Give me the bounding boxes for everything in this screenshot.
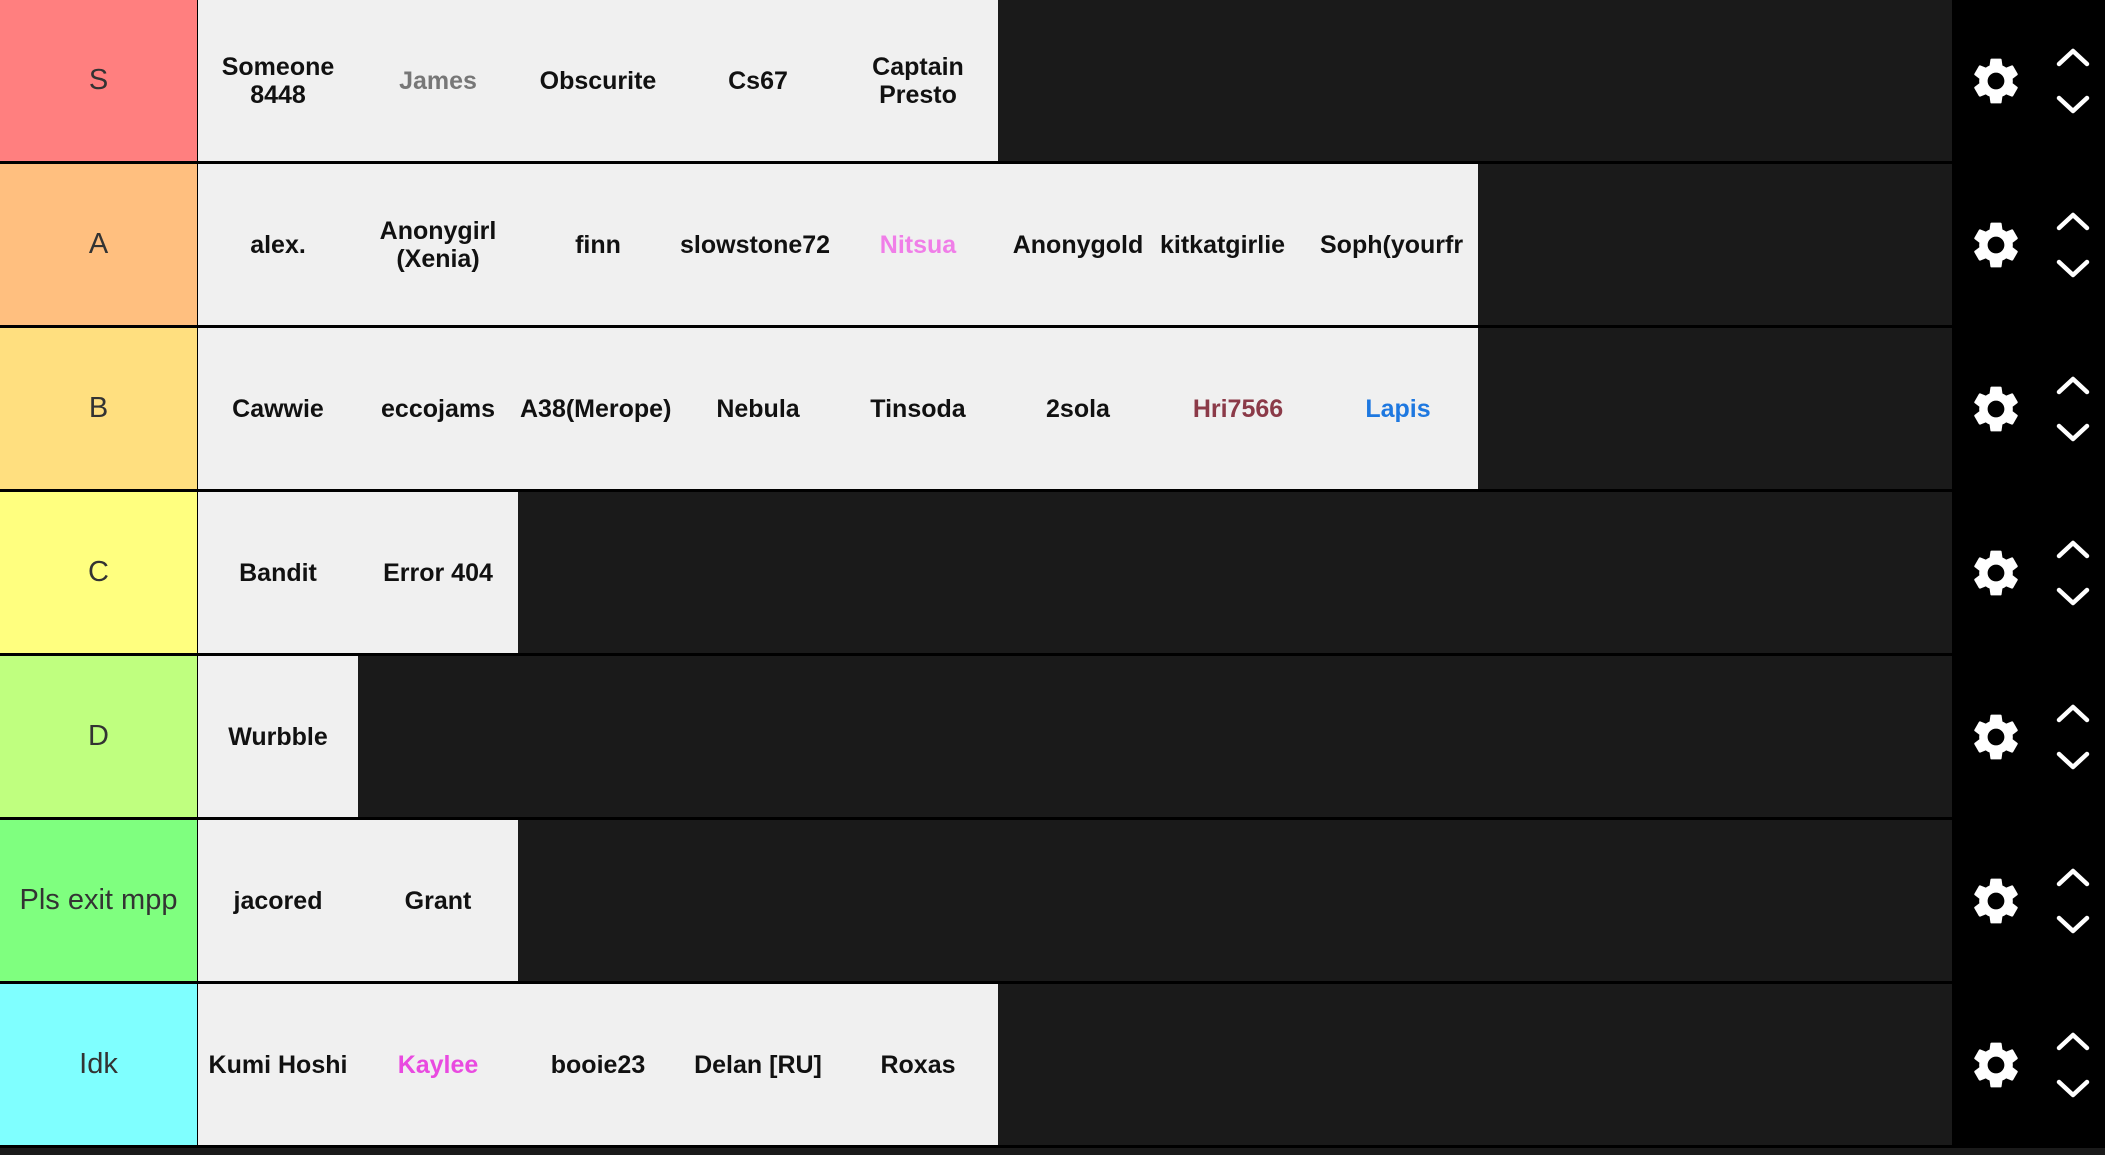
tier-item[interactable]: finn — [518, 164, 678, 325]
tier-item[interactable]: Anonygold — [998, 164, 1158, 325]
tier-label[interactable]: A — [0, 164, 197, 325]
tier-item[interactable]: Kaylee — [358, 984, 518, 1145]
tier-controls — [1952, 984, 2105, 1145]
gear-icon[interactable] — [1952, 381, 2040, 437]
move-controls — [2040, 1030, 2105, 1100]
tier-label[interactable]: D — [0, 656, 197, 817]
tier-controls — [1952, 0, 2105, 161]
tier-item[interactable]: Captain Presto — [838, 0, 998, 161]
tier-item[interactable]: Roxas — [838, 984, 998, 1145]
move-controls — [2040, 538, 2105, 608]
tier-item[interactable]: A38(Merope) — [518, 328, 678, 489]
tier-item[interactable]: Kumi Hoshi — [198, 984, 358, 1145]
tier-drop-area[interactable] — [1478, 164, 1952, 325]
chevron-down-icon[interactable] — [2055, 750, 2091, 772]
tier-item[interactable]: booie23 — [518, 984, 678, 1145]
tier-item[interactable]: Lapis — [1318, 328, 1478, 489]
tier-item[interactable]: Error 404 — [358, 492, 518, 653]
tier-item[interactable]: Bandit — [198, 492, 358, 653]
chevron-up-icon[interactable] — [2055, 374, 2091, 396]
chevron-up-icon[interactable] — [2055, 538, 2091, 560]
tier-item[interactable]: alex. — [198, 164, 358, 325]
tier-item[interactable]: Grant — [358, 820, 518, 981]
chevron-down-icon[interactable] — [2055, 94, 2091, 116]
chevron-up-icon[interactable] — [2055, 46, 2091, 68]
tier-label[interactable]: B — [0, 328, 197, 489]
tier-item[interactable]: kitkatgirlie — [1158, 164, 1318, 325]
tier-controls — [1952, 328, 2105, 489]
tier-item[interactable]: 2sola — [998, 328, 1158, 489]
tier-controls — [1952, 164, 2105, 325]
move-controls — [2040, 866, 2105, 936]
tier-item[interactable]: Nebula — [678, 328, 838, 489]
gear-icon[interactable] — [1952, 53, 2040, 109]
chevron-down-icon[interactable] — [2055, 422, 2091, 444]
tier-label[interactable]: Idk — [0, 984, 197, 1145]
chevron-up-icon[interactable] — [2055, 866, 2091, 888]
tier-item[interactable]: eccojams — [358, 328, 518, 489]
gear-icon[interactable] — [1952, 545, 2040, 601]
move-controls — [2040, 374, 2105, 444]
gear-icon[interactable] — [1952, 217, 2040, 273]
chevron-down-icon[interactable] — [2055, 1078, 2091, 1100]
tier-item[interactable]: slowstone72 — [678, 164, 838, 325]
move-controls — [2040, 702, 2105, 772]
tier-drop-area[interactable] — [1478, 328, 1952, 489]
tier-item[interactable]: jacored — [198, 820, 358, 981]
move-controls — [2040, 46, 2105, 116]
tier-item[interactable]: Obscurite — [518, 0, 678, 161]
tier-item[interactable]: James — [358, 0, 518, 161]
gear-icon[interactable] — [1952, 1037, 2040, 1093]
tier-items: Wurbble — [197, 656, 358, 817]
tier-item[interactable]: Cawwie — [198, 328, 358, 489]
tier-item[interactable]: Cs67 — [678, 0, 838, 161]
tier-label[interactable]: S — [0, 0, 197, 161]
tier-drop-area[interactable] — [518, 820, 1952, 981]
tier-controls — [1952, 492, 2105, 653]
tier-label[interactable]: C — [0, 492, 197, 653]
tier-item[interactable]: Tinsoda — [838, 328, 998, 489]
tier-controls — [1952, 656, 2105, 817]
chevron-up-icon[interactable] — [2055, 702, 2091, 724]
tier-item[interactable]: Delan [RU] — [678, 984, 838, 1145]
gear-icon[interactable] — [1952, 709, 2040, 765]
tier-drop-area[interactable] — [998, 984, 1952, 1145]
tier-label[interactable]: Pls exit mpp — [0, 820, 197, 981]
chevron-up-icon[interactable] — [2055, 1030, 2091, 1052]
tier-item[interactable]: Wurbble — [198, 656, 358, 817]
tier-item[interactable]: Anonygirl (Xenia) — [358, 164, 518, 325]
tier-item[interactable]: Soph(yourfr — [1318, 164, 1478, 325]
tier-drop-area[interactable] — [998, 0, 1952, 161]
tier-item[interactable]: Nitsua — [838, 164, 998, 325]
chevron-down-icon[interactable] — [2055, 586, 2091, 608]
bottom-bar — [0, 1148, 2105, 1155]
move-controls — [2040, 210, 2105, 280]
tier-drop-area[interactable] — [358, 656, 1952, 817]
chevron-down-icon[interactable] — [2055, 914, 2091, 936]
chevron-up-icon[interactable] — [2055, 210, 2091, 232]
chevron-down-icon[interactable] — [2055, 258, 2091, 280]
tier-item[interactable]: Hri7566 — [1158, 328, 1318, 489]
tier-drop-area[interactable] — [518, 492, 1952, 653]
gear-icon[interactable] — [1952, 873, 2040, 929]
tier-controls — [1952, 820, 2105, 981]
tier-item[interactable]: Someone 8448 — [198, 0, 358, 161]
